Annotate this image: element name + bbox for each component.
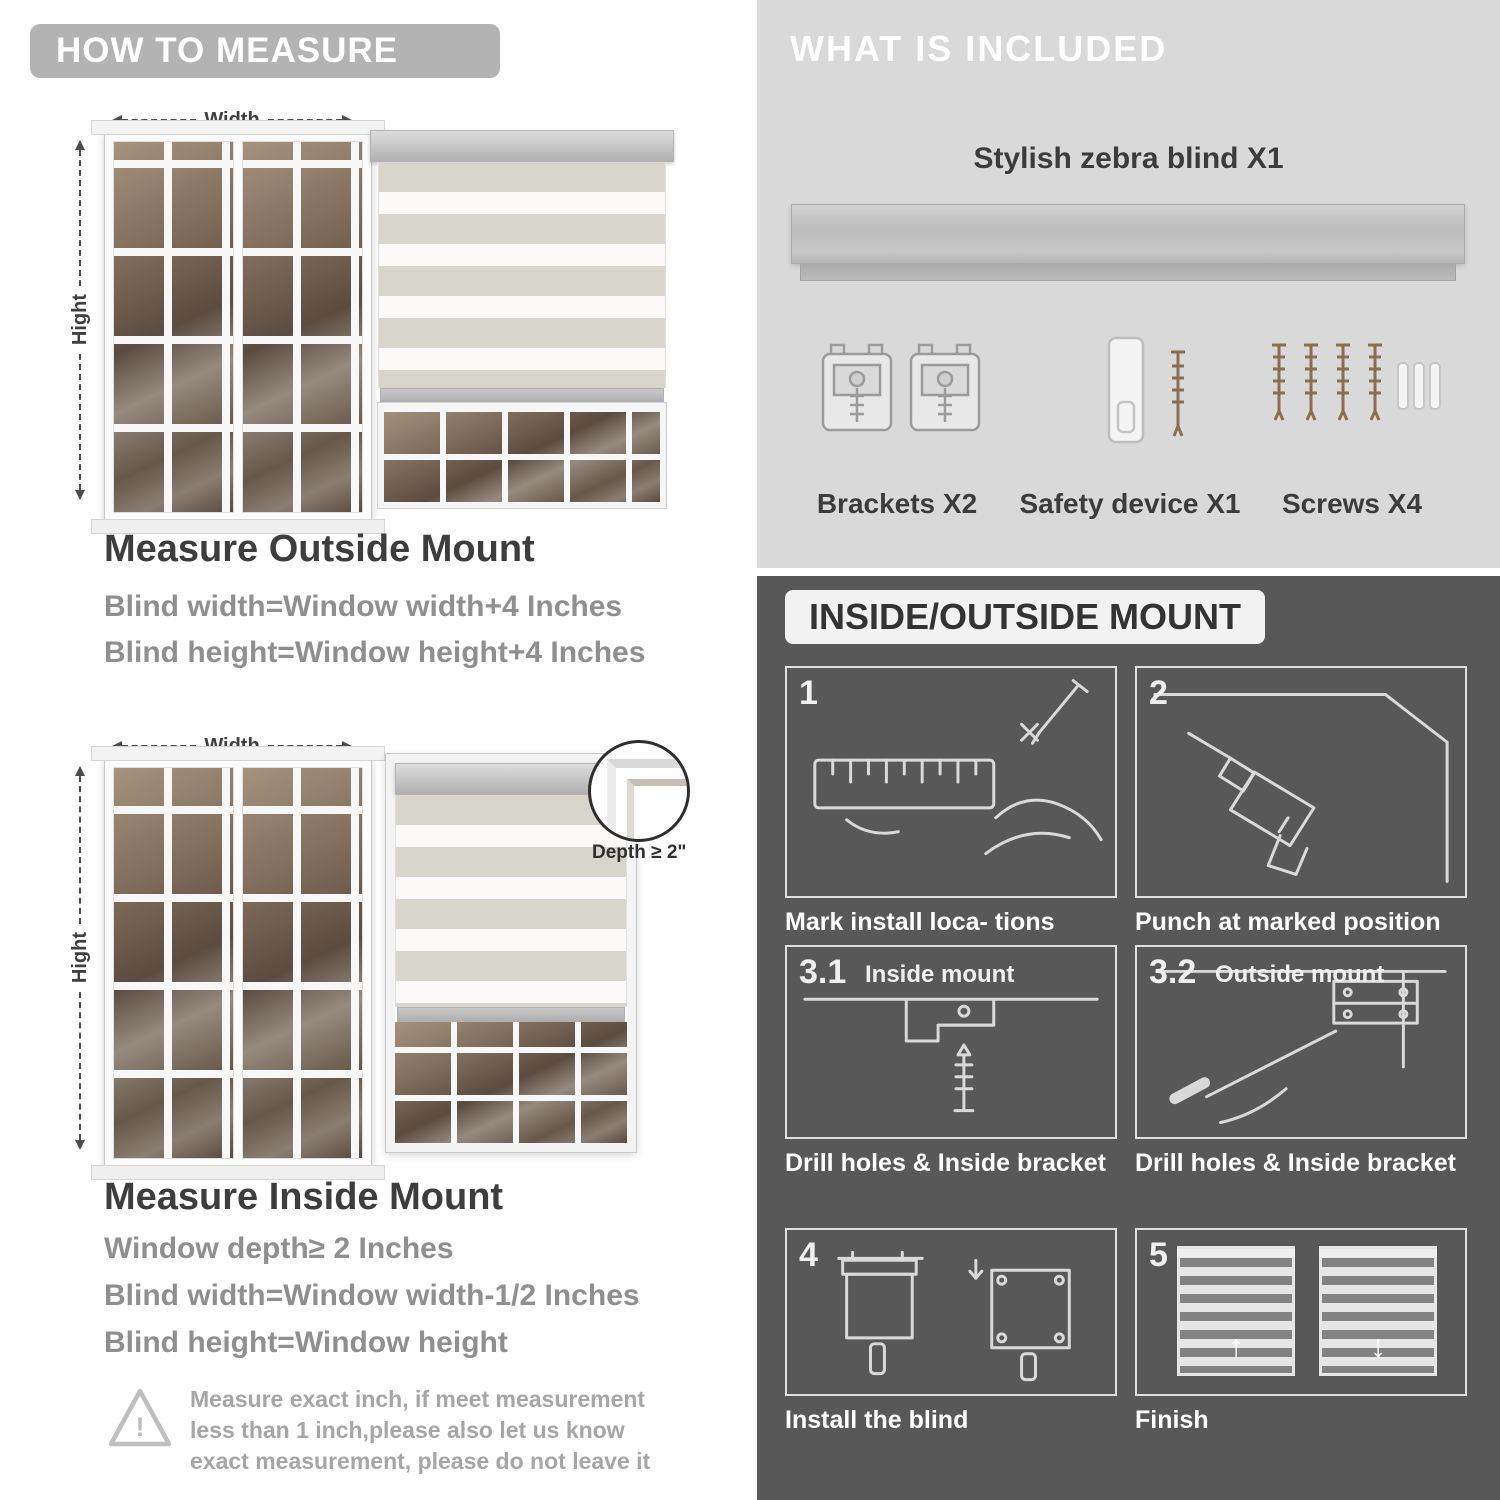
step-4: 4 Install the bli bbox=[785, 1228, 1117, 1435]
height-label: Hight bbox=[68, 932, 91, 984]
install-blind-illustration bbox=[837, 1250, 1071, 1382]
step-1: 1 Mark install loca- tions bbox=[785, 666, 1117, 937]
blind-bottom-rail bbox=[380, 388, 664, 403]
blind-cassette bbox=[370, 130, 674, 162]
step-number: 3.1 bbox=[799, 953, 847, 991]
window-sill bbox=[91, 1165, 385, 1180]
how-to-measure-header: HOW TO MEASURE bbox=[30, 24, 500, 78]
window-sash bbox=[242, 767, 363, 1159]
step-number: 1 bbox=[799, 674, 818, 712]
zebra-blind-headrail-illustration bbox=[791, 204, 1465, 281]
arrow-down-icon: ↓ bbox=[1370, 1328, 1386, 1364]
arrow-down-icon bbox=[75, 490, 85, 500]
step-2: 2 Punch at marked position bbox=[1135, 666, 1467, 937]
step-1-caption: Mark install loca- tions bbox=[785, 908, 1055, 936]
inside-mount-label: Inside mount bbox=[865, 961, 1015, 988]
step-2-caption: Punch at marked position bbox=[1135, 908, 1441, 936]
svg-text:!: ! bbox=[136, 1412, 145, 1442]
depth-detail-circle bbox=[588, 740, 690, 842]
height-dimension-inside: Hight bbox=[68, 766, 91, 1150]
finished-blind-down: ↓ bbox=[1319, 1246, 1437, 1376]
arrow-up-icon bbox=[75, 766, 85, 776]
window-sill bbox=[91, 519, 385, 534]
measurement-note: Measure exact inch, if meet measurement … bbox=[190, 1386, 651, 1474]
mark-locations-illustration bbox=[813, 679, 1103, 856]
step-3-1: 3.1 Inside mount Drill holes & Inside br… bbox=[785, 945, 1117, 1178]
what-is-included-section: WHAT IS INCLUDED Stylish zebra blind X1 bbox=[757, 0, 1500, 568]
step-3-2-caption: Drill holes & Inside bracket bbox=[1135, 1149, 1456, 1177]
screws-icon bbox=[1272, 343, 1441, 421]
window-frame bbox=[385, 753, 637, 1153]
height-dimension-outside: Hight bbox=[68, 140, 91, 500]
outside-bracket-illustration bbox=[1155, 969, 1447, 1124]
how-to-measure-section: HOW TO MEASURE Width Hight bbox=[30, 24, 690, 1474]
blind-product-label: Stylish zebra blind X1 bbox=[973, 142, 1284, 175]
finished-blind-up: ↑ bbox=[1177, 1246, 1295, 1376]
measure-inside-title: Measure Inside Mount bbox=[104, 1176, 504, 1218]
window-below-blind bbox=[395, 1022, 627, 1143]
window-lintel bbox=[91, 746, 385, 761]
step-number: 4 bbox=[799, 1236, 818, 1274]
window-sash bbox=[113, 141, 234, 513]
step-3-1-caption: Drill holes & Inside bracket bbox=[785, 1149, 1106, 1177]
window-below-blind bbox=[377, 402, 667, 509]
window-illustration-inside bbox=[91, 746, 385, 1180]
brackets-icon bbox=[821, 343, 981, 432]
blind-fabric bbox=[395, 795, 627, 1007]
step-number: 2 bbox=[1149, 674, 1168, 712]
mount-instructions-section: INSIDE/OUTSIDE MOUNT 1 Mark install loca… bbox=[757, 576, 1500, 1500]
brackets-label: Brackets X2 bbox=[816, 488, 978, 519]
inside-height-formula: Blind height=Window height bbox=[104, 1326, 508, 1359]
step-3-2: 3.2 Outside mount Drill holes & In bbox=[1135, 945, 1467, 1178]
mount-header: INSIDE/OUTSIDE MOUNT bbox=[785, 590, 1266, 644]
drill-illustration bbox=[1153, 693, 1449, 883]
safety-device-icon bbox=[1107, 336, 1185, 444]
measure-outside-title: Measure Outside Mount bbox=[104, 528, 535, 570]
window-sash bbox=[242, 141, 363, 513]
blind-bottom-rail bbox=[397, 1007, 625, 1022]
outside-height-formula: Blind height=Window height+4 Inches bbox=[104, 636, 646, 669]
screws-label: Screws X4 bbox=[1281, 488, 1423, 519]
step-4-caption: Install the blind bbox=[785, 1406, 969, 1434]
outside-mount-label: Outside mount bbox=[1215, 961, 1385, 988]
window-lintel bbox=[91, 120, 385, 135]
depth-label: Depth ≥ 2" bbox=[592, 842, 687, 863]
step-number: 3.2 bbox=[1149, 953, 1197, 991]
zebra-blind-inside-illustration bbox=[385, 753, 637, 1153]
blind-fabric bbox=[378, 162, 666, 388]
arrow-up-icon: ↑ bbox=[1228, 1328, 1244, 1364]
window-sash bbox=[113, 767, 234, 1159]
zebra-blind-outside-illustration bbox=[370, 130, 674, 509]
arrow-down-icon bbox=[75, 1140, 85, 1150]
arrow-up-icon bbox=[75, 140, 85, 150]
outside-width-formula: Blind width=Window width+4 Inches bbox=[104, 590, 623, 623]
height-label: Hight bbox=[68, 294, 91, 346]
warning-icon: ! bbox=[108, 1388, 172, 1447]
window-illustration-outside bbox=[91, 120, 385, 534]
what-is-included-header: WHAT IS INCLUDED bbox=[790, 28, 1168, 69]
step-5: 5 ↑ ↓ Finish bbox=[1135, 1228, 1467, 1435]
inside-width-formula: Blind width=Window width-1/2 Inches bbox=[104, 1279, 640, 1312]
safety-device-label: Safety device X1 bbox=[1019, 488, 1241, 519]
step-5-caption: Finish bbox=[1135, 1406, 1209, 1434]
inside-depth-formula: Window depth≥ 2 Inches bbox=[104, 1232, 454, 1265]
inside-bracket-illustration bbox=[803, 997, 1099, 1113]
step-number: 5 bbox=[1149, 1236, 1168, 1274]
